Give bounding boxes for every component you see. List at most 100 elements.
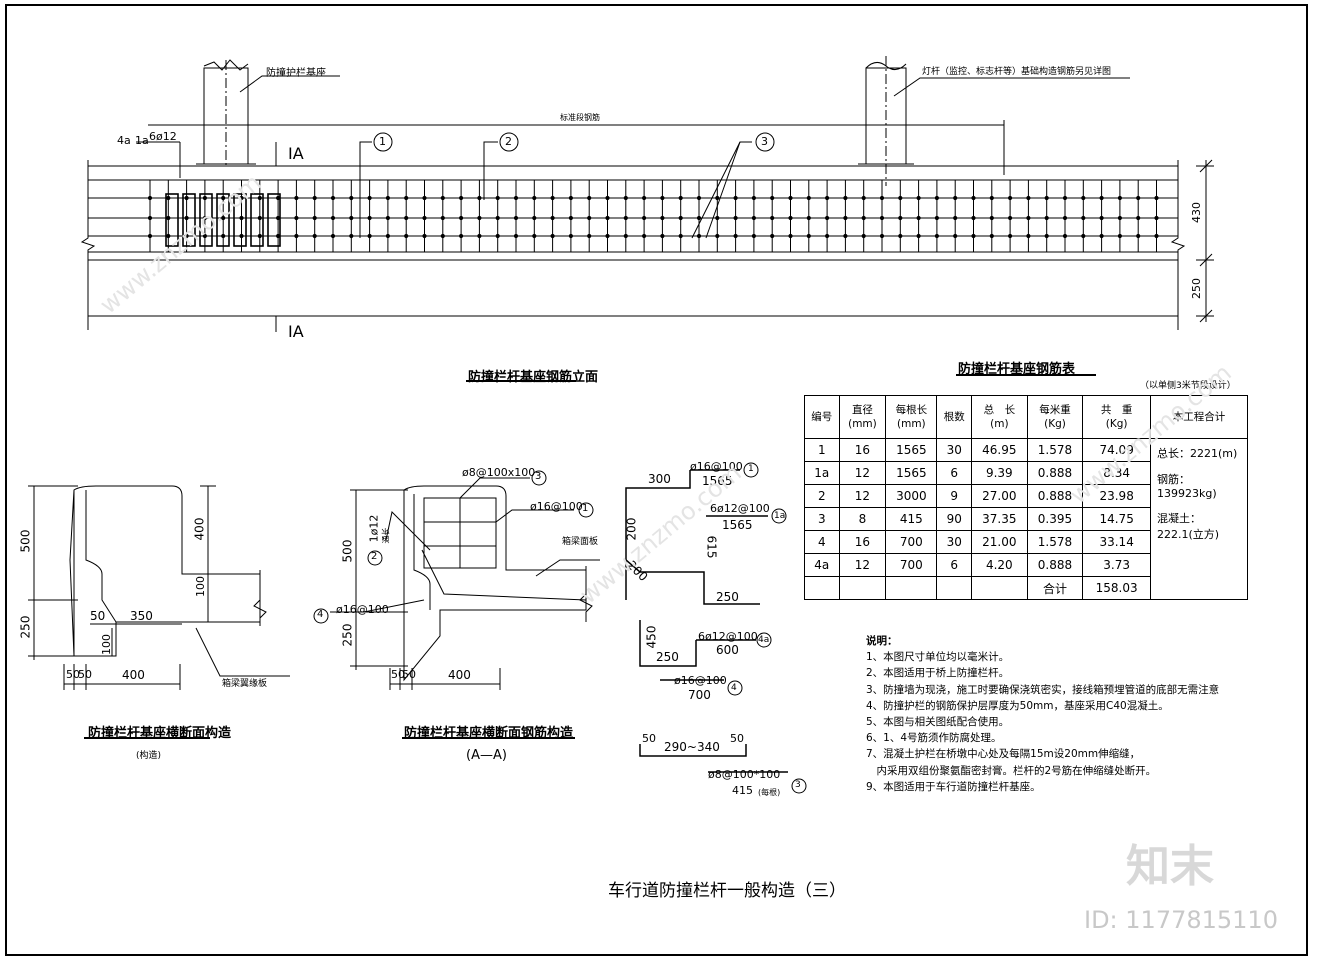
rebar-dot bbox=[623, 215, 628, 221]
rebar-dot bbox=[916, 233, 921, 239]
table-cell: 1 bbox=[804, 438, 840, 462]
table-cell: 30 bbox=[936, 438, 973, 462]
rebar-dot bbox=[349, 215, 354, 221]
base-bar-group bbox=[267, 193, 281, 247]
elevation-drawing bbox=[80, 56, 1214, 332]
s4-700: 700 bbox=[688, 688, 711, 702]
rebar-dot bbox=[605, 195, 610, 201]
rebar-dot bbox=[715, 215, 720, 221]
rebar-dot bbox=[1154, 215, 1159, 221]
section2-drawing bbox=[313, 470, 600, 739]
rebar-dot bbox=[788, 233, 793, 239]
s3-50a: 50 bbox=[642, 732, 656, 745]
table-cell: 2 bbox=[804, 484, 840, 508]
rebar-dot bbox=[879, 215, 885, 221]
stirrup-grid bbox=[147, 180, 1159, 252]
s2-label-top-no: 3 bbox=[535, 471, 542, 482]
rebar-dot bbox=[678, 233, 683, 239]
rebar-dot bbox=[770, 233, 775, 239]
s2-dim-50b: 50 bbox=[402, 668, 416, 681]
s1-dim-400: 400 bbox=[192, 517, 207, 541]
rebar-dot bbox=[513, 195, 519, 201]
section-mark-top: IA bbox=[288, 144, 304, 163]
section-mark-bottom: IA bbox=[288, 322, 304, 341]
rebar-dot bbox=[404, 233, 409, 239]
label-top-bar: 标准段钢筋 bbox=[560, 113, 600, 122]
rebar-dot bbox=[239, 215, 244, 221]
rebar-dot bbox=[587, 195, 592, 201]
rebar-dot bbox=[605, 215, 610, 221]
rebar-dot bbox=[806, 195, 811, 201]
table-cell: 12 bbox=[838, 484, 887, 508]
rebar-dot bbox=[898, 195, 903, 201]
outer-border bbox=[5, 4, 1308, 956]
rebar-dot bbox=[294, 195, 299, 201]
rebar-dot bbox=[934, 195, 940, 201]
note-item: 9、本图适用于车行道防撞栏杆基座。 bbox=[866, 780, 1041, 793]
rebar-dot bbox=[587, 233, 592, 239]
rebar-dot bbox=[513, 215, 519, 221]
rebar-dot bbox=[422, 215, 427, 221]
table-cell: 90 bbox=[936, 507, 973, 531]
table-header-cell: 每根长(mm) bbox=[885, 395, 938, 439]
rebar-dot bbox=[221, 195, 226, 201]
rebar-dot bbox=[696, 215, 702, 221]
s4a-no: 4a bbox=[758, 635, 770, 645]
rebar-dot bbox=[477, 195, 482, 201]
callout-1: 1 bbox=[379, 135, 386, 148]
table-note: （以单侧3米节段设计） bbox=[1140, 381, 1236, 391]
s2-label-12-no: 2 bbox=[371, 551, 378, 562]
s1-no: 1 bbox=[748, 464, 754, 474]
rebar-dot bbox=[916, 215, 921, 221]
s4-450: 450 bbox=[644, 625, 659, 649]
table-cell: 37.35 bbox=[971, 507, 1028, 531]
rebar-dot bbox=[751, 215, 757, 221]
s1-dim-350: 350 bbox=[130, 609, 153, 623]
s2-label-12-note: 通长 bbox=[381, 527, 391, 544]
rebar-dot bbox=[1044, 215, 1049, 221]
rebar-dot bbox=[1026, 215, 1031, 221]
rebar-dot bbox=[1081, 195, 1086, 201]
rebar-table: 编号直径(mm)每根长(mm)根数总 长(m)每米重(Kg)共 重(Kg)本工程… bbox=[804, 395, 1248, 600]
section2-subtitle: (A—A) bbox=[466, 748, 507, 763]
rebar-dot bbox=[642, 195, 647, 201]
label-4a: 4a bbox=[117, 134, 131, 147]
rebar-dot bbox=[971, 215, 976, 221]
rebar-dot bbox=[1154, 233, 1159, 239]
rebar-dot bbox=[1136, 233, 1141, 239]
callout-2: 2 bbox=[505, 135, 512, 148]
section1-title: 防撞栏杆基座横断面构造 bbox=[88, 726, 232, 741]
rebar-dot bbox=[1008, 195, 1013, 201]
rebar-dot bbox=[843, 195, 848, 201]
rebar-dot bbox=[550, 233, 555, 239]
rebar-dot bbox=[861, 195, 866, 201]
table-cell: 30 bbox=[936, 530, 973, 554]
rebar-dot bbox=[623, 233, 628, 239]
summary-line: 总长：2221(m) bbox=[1157, 447, 1238, 460]
rebar-dot bbox=[843, 215, 848, 221]
s1-dim-500: 500 bbox=[18, 529, 33, 553]
rebar-dot bbox=[587, 215, 592, 221]
rebar-dot bbox=[184, 195, 189, 201]
rebar-dot bbox=[825, 195, 830, 201]
table-cell: 0.395 bbox=[1026, 507, 1084, 531]
rebar-dot bbox=[202, 215, 207, 221]
table-cell: 21.00 bbox=[971, 530, 1028, 554]
rebar-dot bbox=[1026, 233, 1031, 239]
rebar-dot bbox=[971, 233, 976, 239]
rebar-dot bbox=[147, 233, 153, 239]
rebar-dot bbox=[257, 215, 262, 221]
rebar-dot bbox=[495, 233, 500, 239]
rebar-dot bbox=[788, 215, 793, 221]
rebar-dot bbox=[440, 233, 445, 239]
rebar-dot bbox=[1117, 195, 1123, 201]
rebar-dot bbox=[678, 195, 683, 201]
rebar-dot bbox=[953, 215, 958, 221]
note-item: 3、防撞墙为现浇，施工时要确保浇筑密实，接线箱预埋管道的底部无需注意 bbox=[866, 683, 1220, 696]
s3-415: 415 bbox=[732, 784, 753, 797]
rebar-dot bbox=[696, 195, 702, 201]
s2-dim-50a: 50 bbox=[391, 668, 405, 681]
rebar-dot bbox=[239, 195, 244, 201]
